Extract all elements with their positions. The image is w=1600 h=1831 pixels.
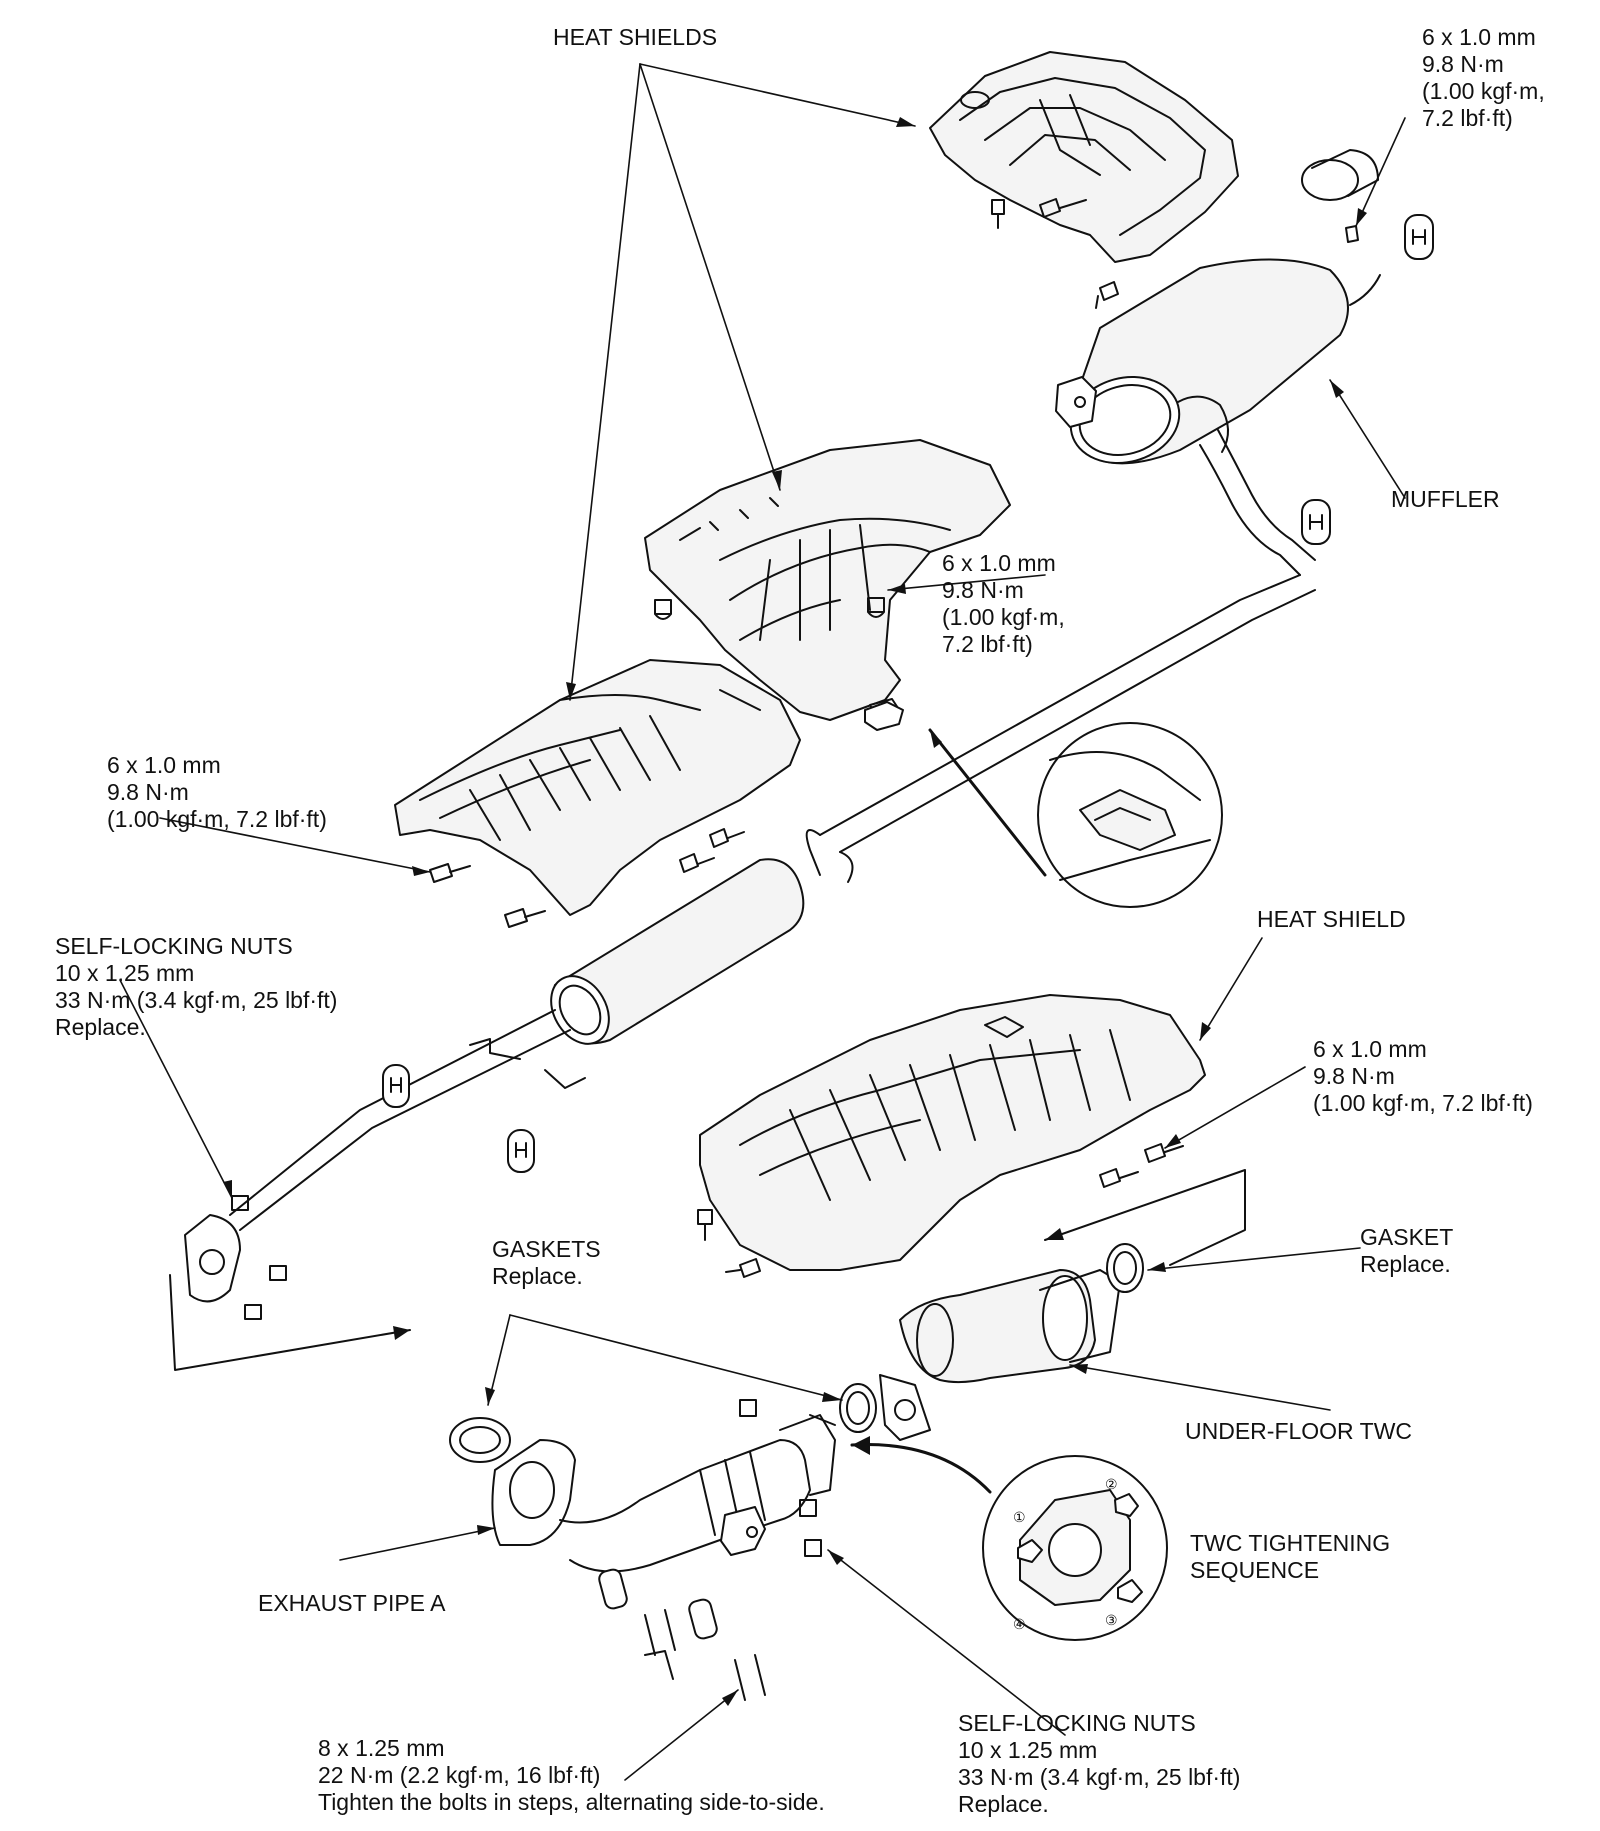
center-heat-shield [644,439,1011,721]
label-underfloor-twc: UNDER-FLOOR TWC [1185,1418,1413,1444]
label-left-self-locking-nuts: SELF-LOCKING NUTS 10 x 1.25 mm 33 N·m (3… [55,933,338,1040]
label-center-spec: 6 x 1.0 mm 9.8 N·m (1.00 kgf·m, 7.2 lbf·… [942,550,1065,657]
gasket-left [449,1417,511,1463]
front-pipe-flange [184,1214,241,1303]
front-pipe-nuts [231,1195,287,1320]
label-exhaust-pipe-a: EXHAUST PIPE A [258,1590,446,1616]
underfloor-twc [879,1269,1121,1441]
front-pipe [229,1009,571,1231]
pipe-a-studs-and-nuts [720,1399,822,1557]
label-gasket: GASKET Replace. [1360,1224,1454,1277]
muffler-heat-shield [929,51,1239,263]
muffler-tailpipe-finisher [1301,149,1379,243]
resonator [550,858,805,1045]
muffler-shield-bolts [991,198,1119,309]
muffler [1069,258,1349,465]
front-shield-bolts [429,828,745,928]
sequence-mark-1: ① [1013,1510,1026,1526]
rubber-hangers-top [1055,214,1434,545]
label-gaskets: GASKETS Replace. [492,1236,601,1289]
sequence-mark-2: ② [1105,1477,1118,1493]
sequence-mark-3: ③ [1105,1613,1118,1629]
twc-shield-bracket [1044,1169,1246,1266]
leader-arrowheads [223,117,1367,1706]
label-right-spec: 6 x 1.0 mm 9.8 N·m (1.00 kgf·m, 7.2 lbf·… [1313,1036,1533,1116]
label-heat-shields: HEAT SHIELDS [553,24,718,50]
mid-hangers [382,1038,586,1173]
label-top-right-spec: 6 x 1.0 mm 9.8 N·m (1.00 kgf·m, 7.2 lbf·… [1422,24,1545,131]
muffler-inlet-pipe [1199,429,1316,576]
pipe-a-bolts [598,1568,766,1701]
twc-sequence-circle [982,1455,1168,1641]
center-pipe [805,574,1316,883]
label-twc-tightening-sequence: TWC TIGHTENING SEQUENCE [1190,1530,1391,1583]
label-bottom-self-locking-nuts: SELF-LOCKING NUTS 10 x 1.25 mm 33 N·m (3… [958,1710,1241,1817]
label-left-spec: 6 x 1.0 mm 9.8 N·m (1.00 kgf·m, 7.2 lbf·… [107,752,327,832]
clip-detail-circle [1037,722,1223,908]
label-heat-shield: HEAT SHIELD [1257,906,1406,932]
front-pipe-bracket [169,1274,411,1371]
label-bottom-bolts: 8 x 1.25 mm 22 N·m (2.2 kgf·m, 16 lbf·ft… [318,1735,825,1815]
exhaust-pipe-a [491,1414,836,1573]
twc-gasket-front [839,1383,877,1433]
label-muffler: MUFFLER [1391,486,1500,512]
twc-sequence-arrow [850,1443,992,1494]
front-heat-shield [394,659,801,916]
twc-shield-bolts [697,1143,1184,1278]
sequence-mark-4: ④ [1013,1617,1026,1633]
twc-gasket-rear [1106,1243,1144,1293]
twc-heat-shield [699,994,1206,1271]
clip-small [864,701,904,731]
twc-sequence-arrowhead [852,1436,870,1455]
